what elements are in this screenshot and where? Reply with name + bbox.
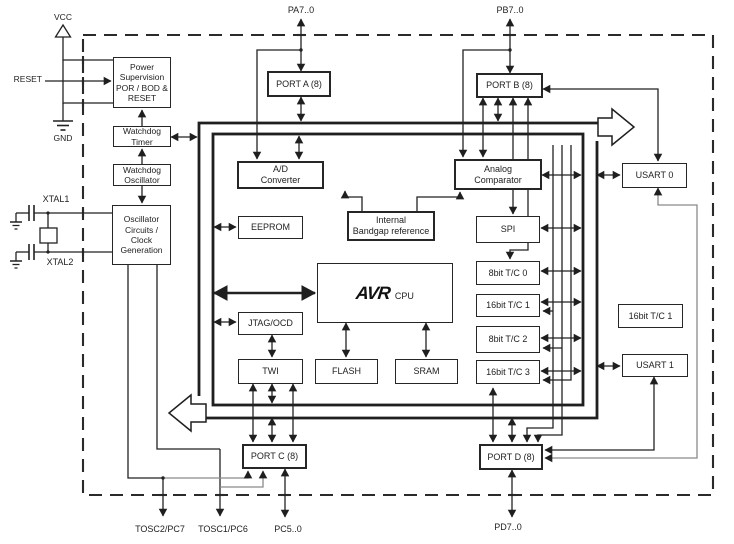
block-usart1: USART 1 — [622, 354, 688, 377]
block-port-a: PORT A (8) — [267, 71, 331, 97]
block-flash: FLASH — [315, 359, 378, 384]
block-avr-cpu: AVR CPU — [317, 263, 453, 323]
gnd-symbol — [53, 120, 73, 131]
block-8bit-tc0: 8bit T/C 0 — [476, 261, 540, 285]
pin-label-pc: PC5..0 — [274, 524, 302, 534]
pin-label-vcc: VCC — [54, 12, 72, 22]
block-sram: SRAM — [395, 359, 458, 384]
pin-label-reset: RESET — [13, 74, 42, 84]
bus-arrow-left — [167, 393, 207, 433]
pin-label-pa: PA7..0 — [287, 5, 315, 15]
pin-label-xtal2: XTAL2 — [46, 257, 74, 267]
block-twi: TWI — [238, 359, 303, 384]
pin-label-xtal1: XTAL1 — [42, 194, 70, 204]
pin-label-tosc2: TOSC2/PC7 — [135, 524, 185, 534]
pin-label-pd: PD7..0 — [494, 522, 522, 532]
block-8bit-tc2: 8bit T/C 2 — [476, 326, 540, 353]
block-port-d: PORT D (8) — [479, 444, 543, 470]
block-analog-comparator: Analog Comparator — [454, 159, 542, 190]
block-usart0: USART 0 — [622, 163, 687, 188]
junction-dots — [46, 48, 512, 480]
block-port-b: PORT B (8) — [476, 73, 543, 98]
pin-label-pb: PB7..0 — [496, 5, 524, 15]
pin-label-tosc1: TOSC1/PC6 — [198, 524, 248, 534]
avr-logo: AVR — [355, 282, 391, 303]
block-watchdog-timer: Watchdog Timer — [113, 126, 171, 147]
block-spi: SPI — [476, 216, 540, 243]
bus-arrow-right — [597, 107, 636, 147]
crystal-circuit — [10, 205, 112, 269]
block-oscillator-circuits: Oscillator Circuits / Clock Generation — [112, 205, 171, 265]
block-adc: A/D Converter — [237, 161, 324, 189]
block-16bit-tc1-right: 16bit T/C 1 — [618, 304, 683, 328]
block-jtag-ocd: JTAG/OCD — [238, 312, 303, 335]
block-port-c: PORT C (8) — [242, 444, 307, 469]
vcc-symbol — [54, 23, 72, 38]
block-power-supervision: Power Supervision POR / BOD & RESET — [113, 57, 171, 108]
chip-boundary — [81, 33, 715, 497]
block-16bit-tc3: 16bit T/C 3 — [476, 360, 540, 384]
block-eeprom: EEPROM — [238, 216, 303, 239]
block-bandgap: Internal Bandgap reference — [347, 211, 435, 241]
block-16bit-tc1: 16bit T/C 1 — [476, 294, 540, 317]
cpu-label: CPU — [394, 290, 414, 301]
pin-label-gnd: GND — [53, 133, 73, 143]
block-watchdog-oscillator: Watchdog Oscillator — [113, 164, 171, 186]
